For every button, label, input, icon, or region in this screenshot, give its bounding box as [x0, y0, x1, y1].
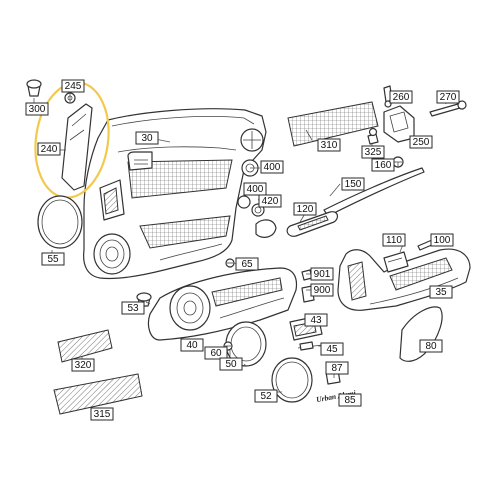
callout-label: 245: [65, 81, 82, 92]
callout-label: 310: [321, 140, 338, 151]
callout-310[interactable]: 310: [317, 138, 341, 152]
callout-300[interactable]: 300: [25, 102, 49, 116]
callout-label: 325: [365, 147, 382, 158]
callout-35[interactable]: 35: [429, 285, 453, 299]
callout-label: 901: [314, 269, 331, 280]
trim-strip-part-150: [323, 167, 425, 217]
door-handle-part-120: [286, 211, 339, 237]
lower-door-panel-part-40: [147, 267, 298, 341]
switch-trim-part-310: [287, 101, 379, 147]
callout-label: 900: [314, 285, 331, 296]
switch-part-110: [383, 251, 409, 273]
callout-65[interactable]: 65: [235, 257, 259, 271]
callout-45[interactable]: 45: [320, 342, 344, 356]
callout-160[interactable]: 160: [371, 158, 395, 172]
callout-label: 250: [413, 137, 430, 148]
callout-100[interactable]: 100: [430, 233, 454, 247]
callout-label: 53: [127, 303, 139, 314]
callout-400-upper[interactable]: 400: [260, 160, 284, 174]
front-door-panel-part-30: [83, 108, 267, 280]
callout-label: 80: [425, 341, 437, 352]
callout-label: 400: [264, 162, 281, 173]
clip-part-65: [225, 258, 235, 268]
callout-110[interactable]: 110: [382, 233, 406, 247]
speaker-cover-part-52: [271, 357, 313, 403]
callout-label: 30: [141, 133, 153, 144]
callout-label: 120: [297, 204, 314, 215]
callout-label: 260: [393, 92, 410, 103]
callout-270[interactable]: 270: [436, 90, 460, 104]
cap-part-400-upper: [240, 128, 264, 152]
callout-label: 40: [186, 340, 198, 351]
callout-label: 55: [47, 254, 59, 265]
callout-900[interactable]: 900: [310, 283, 334, 297]
callout-120[interactable]: 120: [293, 202, 317, 216]
callout-325[interactable]: 325: [361, 145, 385, 159]
callout-240[interactable]: 240: [37, 142, 61, 156]
callout-label: 65: [241, 259, 253, 270]
callout-label: 45: [326, 344, 338, 355]
callout-label: 150: [345, 179, 362, 190]
callout-320[interactable]: 320: [71, 358, 95, 372]
callout-245[interactable]: 245: [61, 79, 85, 93]
callout-label: 400: [247, 184, 264, 195]
callout-label: 35: [435, 287, 447, 298]
callout-label: 100: [434, 235, 451, 246]
callout-60[interactable]: 60: [204, 346, 228, 360]
callout-150[interactable]: 150: [341, 177, 365, 191]
callout-420[interactable]: 420: [258, 194, 282, 208]
callout-label: 300: [29, 104, 46, 115]
callout-label: 50: [225, 359, 237, 370]
callout-label: 315: [94, 409, 111, 420]
callout-53[interactable]: 53: [121, 301, 145, 315]
callout-43[interactable]: 43: [304, 313, 328, 327]
callout-315[interactable]: 315: [90, 407, 114, 421]
screw-part-270: [429, 100, 467, 117]
callout-label: 52: [260, 391, 272, 402]
callout-label: 240: [41, 144, 58, 155]
callout-50[interactable]: 50: [219, 357, 243, 371]
callout-260[interactable]: 260: [389, 90, 413, 104]
callout-label: 270: [440, 92, 457, 103]
callout-55[interactable]: 55: [41, 252, 65, 266]
callout-30[interactable]: 30: [135, 131, 159, 145]
callout-85[interactable]: 85: [338, 393, 362, 407]
callout-40[interactable]: 40: [180, 338, 204, 352]
callout-901[interactable]: 901: [310, 267, 334, 281]
callout-52[interactable]: 52: [254, 389, 278, 403]
callout-label: 420: [262, 196, 279, 207]
callout-87[interactable]: 87: [325, 361, 349, 375]
screw-part-325: [367, 127, 379, 145]
side-trim-part-315: [53, 373, 143, 415]
callout-label: 160: [375, 160, 392, 171]
clip-part-300: [26, 79, 42, 97]
callout-label: 85: [344, 395, 356, 406]
callout-250[interactable]: 250: [409, 135, 433, 149]
callout-label: 87: [331, 363, 343, 374]
speaker-grille-part-55: [37, 195, 83, 249]
rear-trim-panel-part-80: [399, 306, 443, 362]
rear-door-panel-part-35: [337, 248, 471, 311]
callout-label: 320: [75, 360, 92, 371]
callout-label: 110: [386, 235, 402, 246]
callout-label: 43: [310, 315, 322, 326]
side-trim-part-320: [57, 329, 113, 363]
callout-80[interactable]: 80: [419, 339, 443, 353]
callout-label: 60: [210, 348, 222, 359]
callout-400-lower[interactable]: 400: [243, 182, 267, 196]
